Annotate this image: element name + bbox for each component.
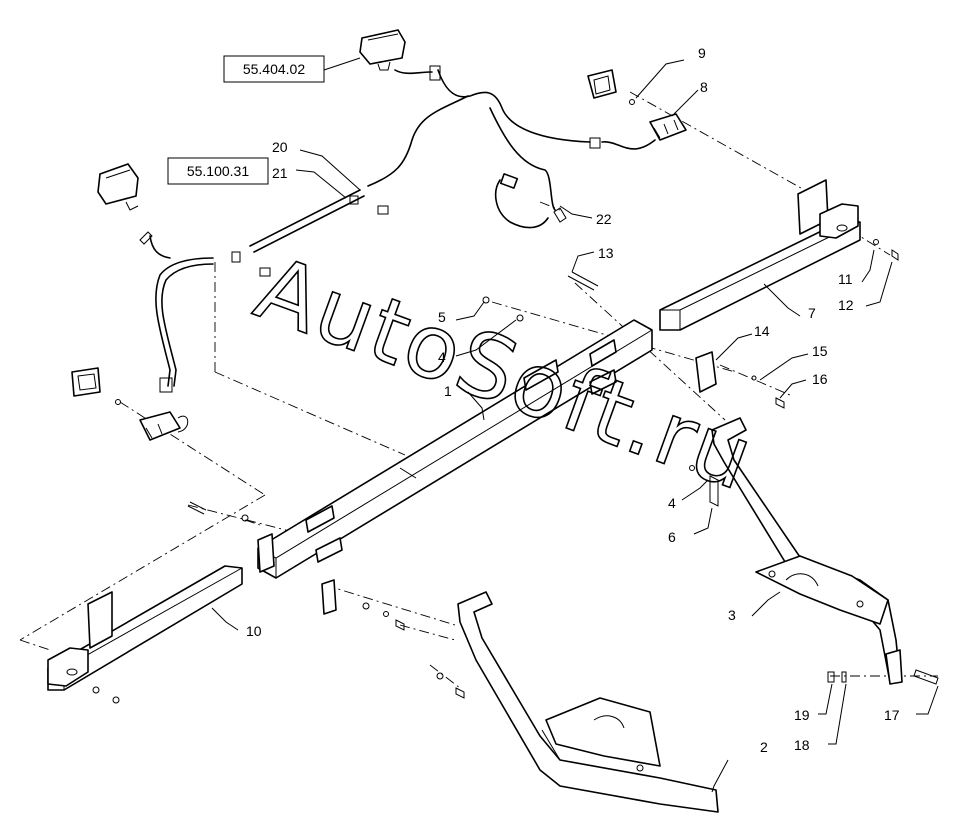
callout-10: 10 [246,623,262,639]
reference-label-lamp: 55.404.02 [243,61,305,77]
fasteners [187,239,939,699]
callout-3: 3 [728,607,736,623]
callout-17: 17 [884,707,900,723]
reference-box-harness[interactable] [167,157,269,185]
callout-8: 8 [700,79,708,95]
extension-tube-right [659,179,861,331]
wiring-harness [139,65,656,393]
callout-4-top: 4 [438,349,446,365]
callout-21: 21 [272,165,288,181]
callout-leaders [211,59,939,793]
callout-1: 1 [444,383,452,399]
callout-15: 15 [812,343,828,359]
callout-7: 7 [808,305,816,321]
callout-19: 19 [794,707,810,723]
callout-4-bottom: 4 [668,495,676,511]
extension-tube-left [47,565,243,704]
watermark: AutoSoft.ru [244,236,768,511]
callout-5: 5 [438,309,446,325]
cable-clips [259,205,389,277]
main-cross-beam [257,319,653,579]
marker-lamp-right [587,69,687,141]
callout-2: 2 [760,739,768,755]
callout-20: 20 [272,139,288,155]
reference-box-lamp[interactable] [223,55,325,83]
work-lamp-left [97,163,139,211]
support-arm-right [711,417,903,685]
support-arm-left [457,591,719,813]
work-lamp-top [359,29,406,71]
callout-6: 6 [668,529,676,545]
callout-22: 22 [596,211,612,227]
callout-numbers: 1 2 3 4 4 5 6 7 8 9 10 11 12 13 14 15 16… [246,45,900,755]
marker-lamp-left [71,367,189,441]
callout-12: 12 [838,297,854,313]
callout-11: 11 [838,271,853,287]
callout-9: 9 [698,45,706,61]
reference-label-harness: 55.100.31 [187,163,249,179]
callout-13: 13 [598,245,614,261]
callout-16: 16 [812,371,828,387]
callout-18: 18 [794,737,810,753]
callout-14: 14 [754,323,770,339]
